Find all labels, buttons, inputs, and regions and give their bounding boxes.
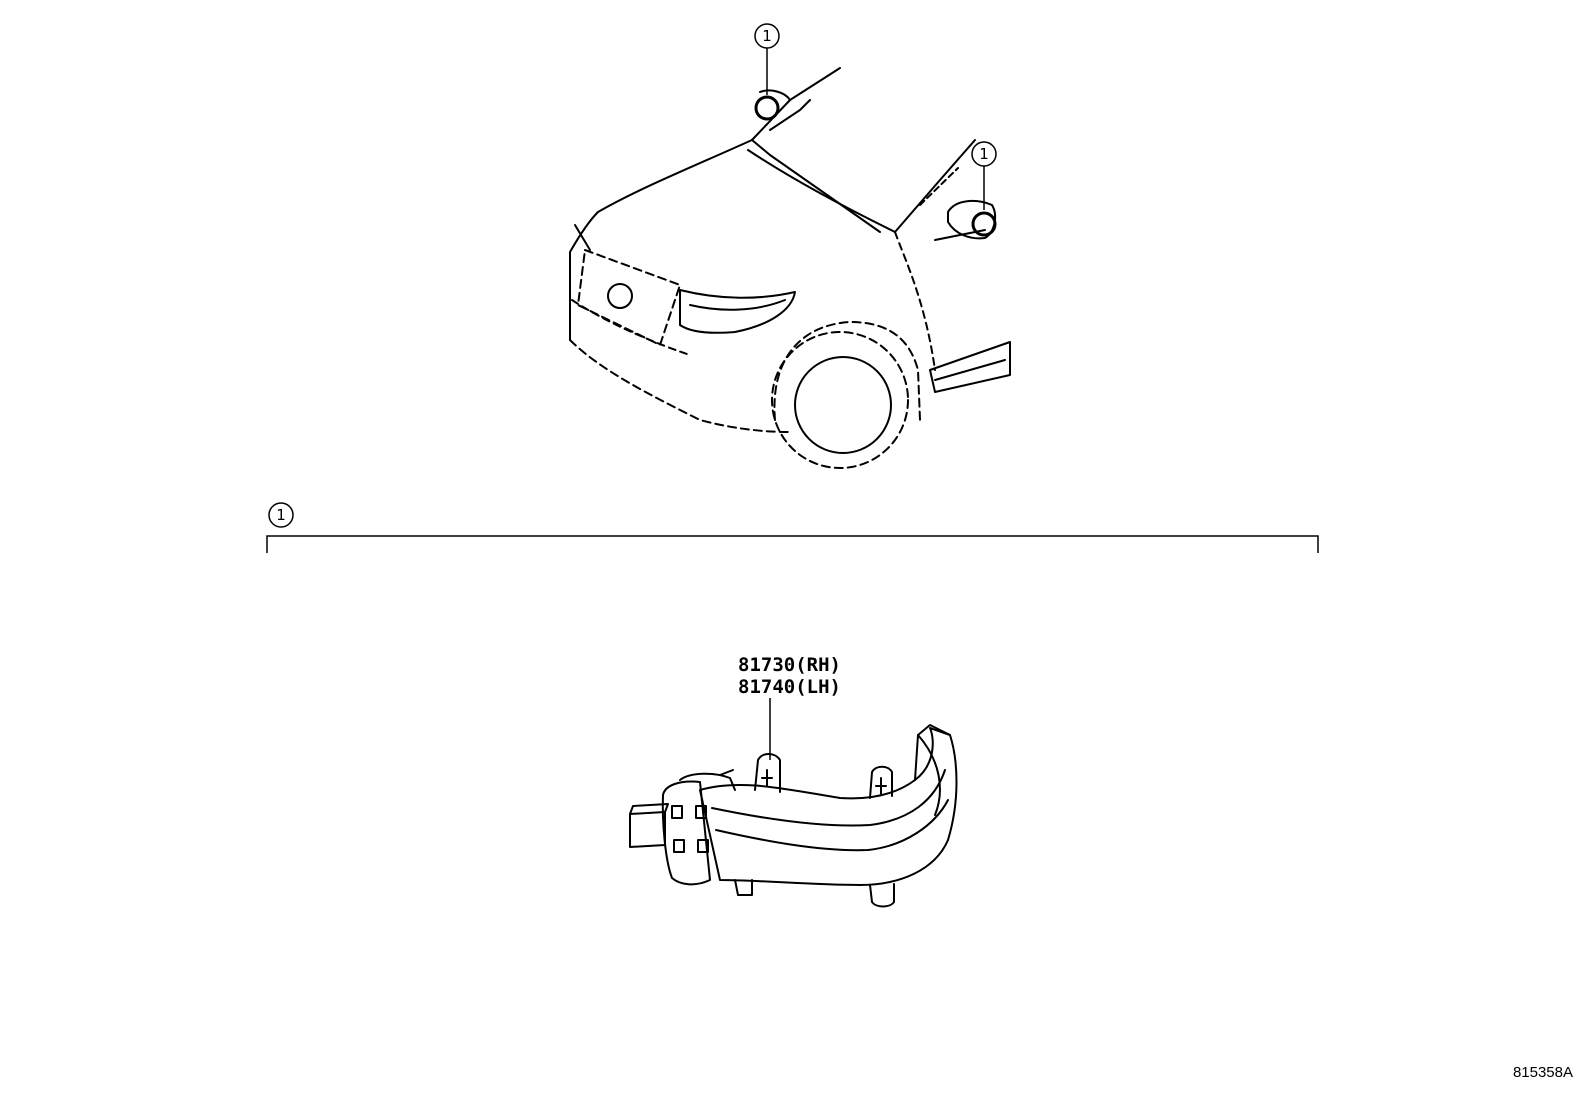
emblem [607, 283, 633, 309]
side-accent [574, 224, 591, 251]
callout-number: 1 [762, 27, 772, 45]
a-pillar-right-inner [919, 167, 959, 206]
connector-plug-side [629, 803, 669, 815]
section-callout-number: 1 [276, 506, 286, 524]
socket-tab-right-lower [697, 839, 709, 853]
housing-fin [914, 724, 951, 781]
side-turn-lamp [629, 724, 958, 908]
a-pillar-left [751, 67, 841, 141]
drawing-code: 815358A [1513, 1064, 1573, 1081]
mount-boss-right-hole [875, 777, 887, 795]
grille-outline [577, 249, 681, 346]
vehicle-outline [569, 67, 1011, 469]
socket-ring [679, 772, 736, 791]
mount-boss-left [754, 753, 781, 793]
front-bumper [569, 339, 791, 433]
bottom-clip-left [734, 879, 753, 896]
section-bracket: 1 [266, 502, 1319, 553]
headlamp [679, 289, 796, 334]
hood-edge [597, 139, 753, 213]
bracket-line [266, 535, 1319, 553]
front-wheel-inner [794, 356, 892, 454]
part-number-rh: 81730(RH) [738, 654, 841, 676]
housing-slot [719, 769, 734, 776]
lens-outer-curve [711, 769, 946, 827]
mount-boss-left-hole [761, 769, 773, 787]
wheel-arch [773, 321, 921, 421]
left-mirror [759, 89, 791, 101]
socket-tab-upper [671, 805, 683, 819]
section-callout-circle [268, 502, 294, 528]
connector-plug [629, 811, 666, 848]
socket-tab-right-upper [695, 805, 707, 819]
callout-top-right: 1 [971, 141, 997, 237]
callout-number: 1 [979, 145, 989, 163]
fender-line [894, 231, 936, 371]
part-label-group: 81730(RH) 81740(LH) [738, 654, 841, 760]
front-wheel [771, 331, 909, 469]
housing-fin-edge [917, 734, 941, 816]
callout-top-left: 1 [754, 23, 780, 121]
target-marker [971, 211, 997, 237]
windshield-base [751, 139, 881, 233]
socket-tab-lower [673, 839, 685, 853]
front-left-edge [569, 211, 599, 341]
part-number-lh: 81740(LH) [738, 676, 841, 698]
side-step [929, 341, 1011, 393]
socket-body [661, 780, 711, 886]
a-pillar-right [894, 139, 976, 233]
bottom-clip-right [869, 883, 895, 908]
a-pillar-left-inner [769, 99, 811, 131]
side-step-line [934, 359, 1006, 381]
mount-boss-right [869, 765, 893, 799]
headlamp-inner [689, 299, 786, 311]
lamp-housing [699, 727, 958, 886]
target-marker [754, 95, 780, 121]
lens-inner-curve [715, 799, 949, 852]
hood-crease [747, 149, 896, 233]
